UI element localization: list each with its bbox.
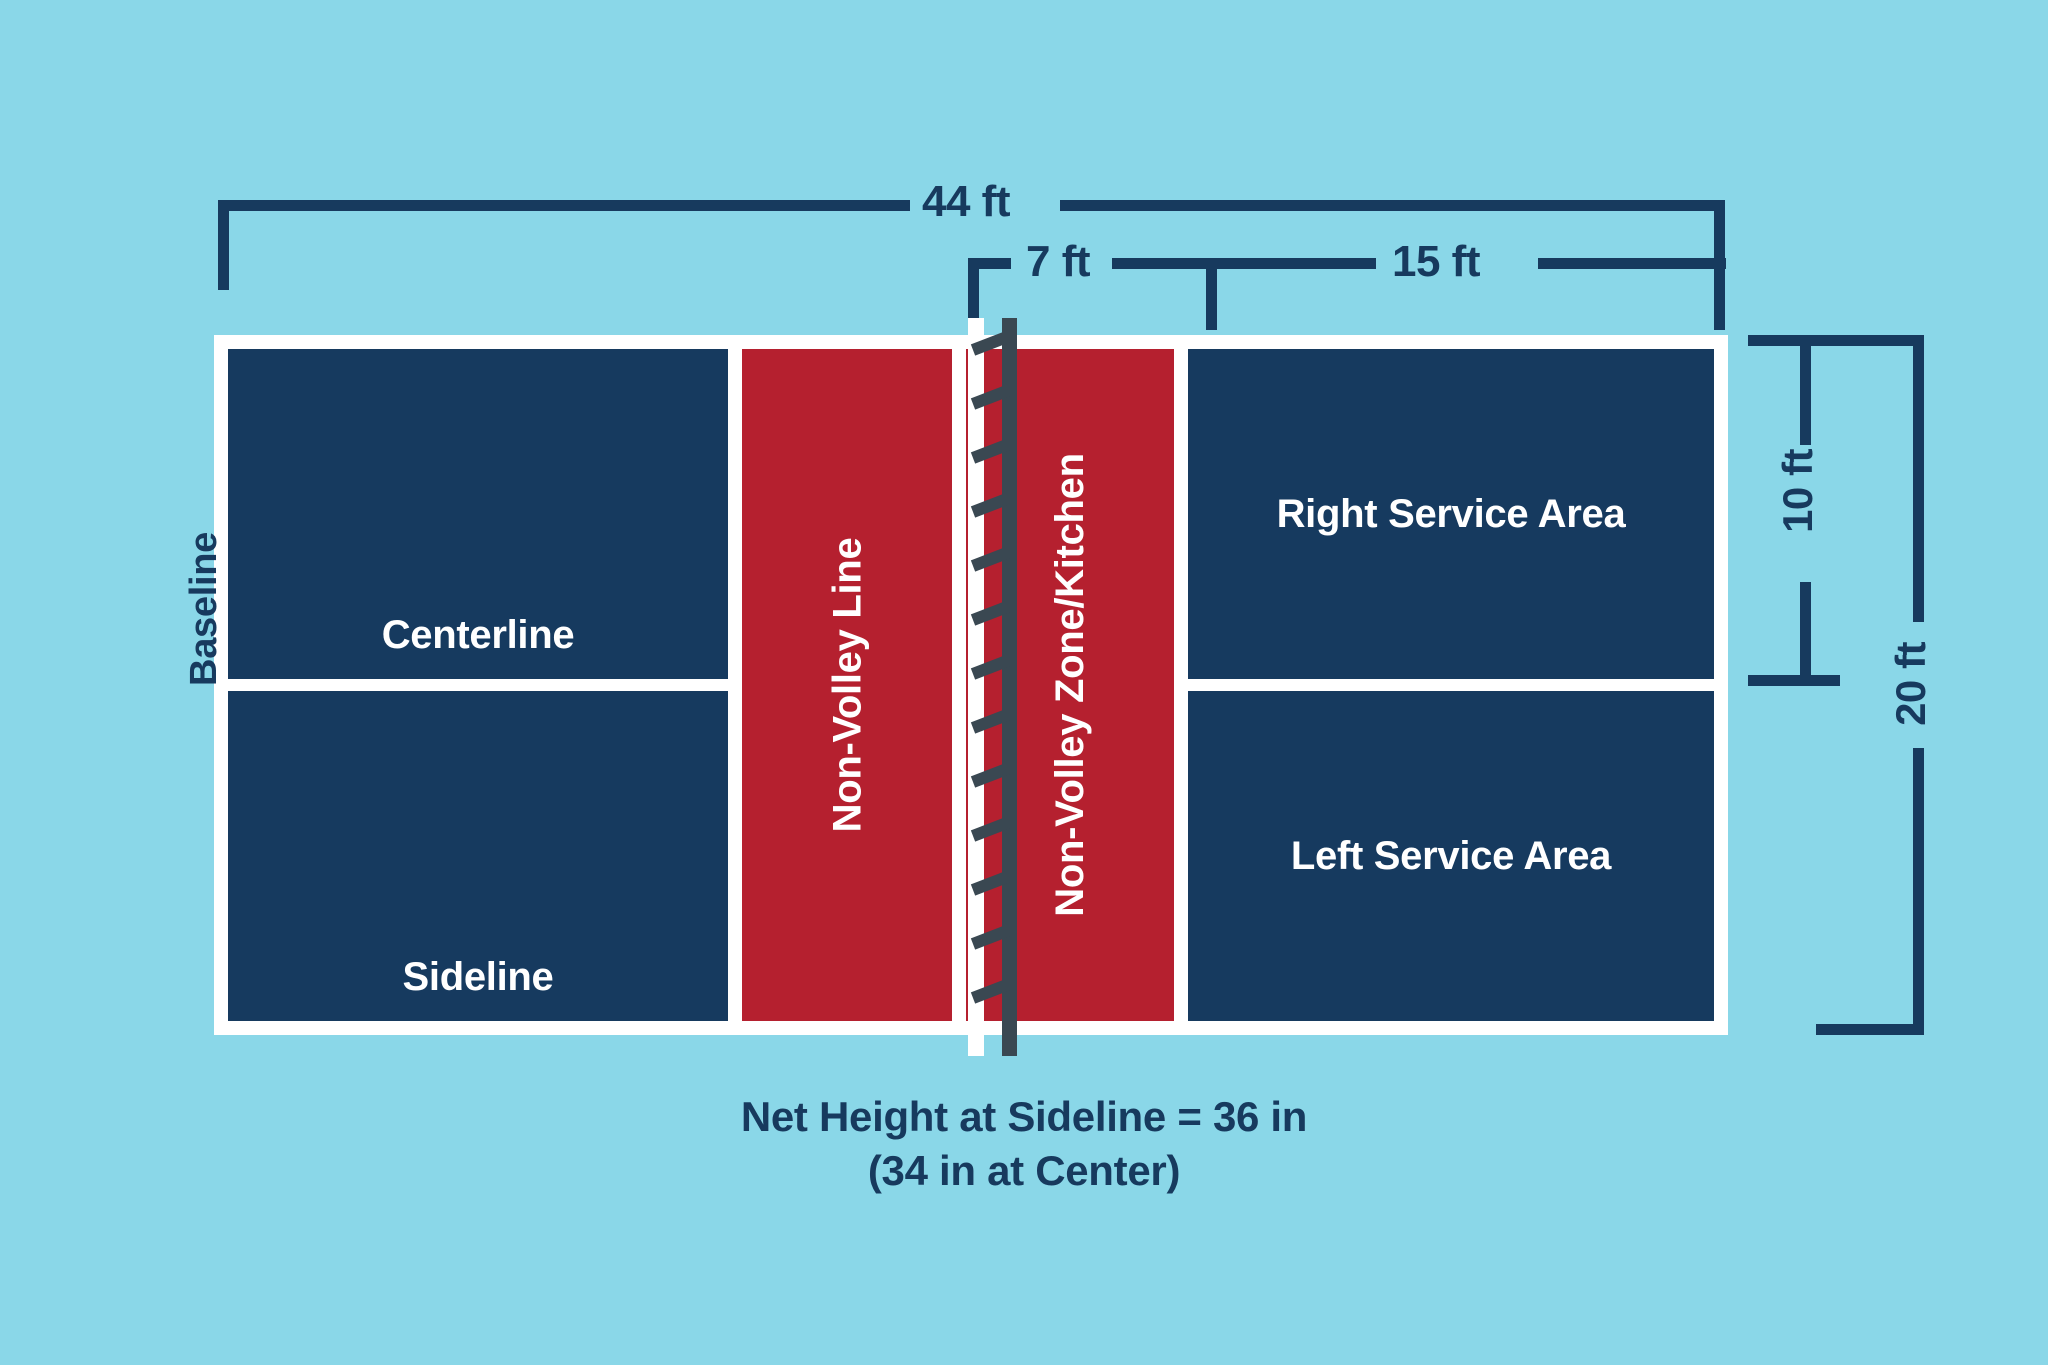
dimension-7ft-right-line xyxy=(1112,258,1256,269)
dimension-10ft-upper-line xyxy=(1800,335,1811,445)
dimension-15ft-left-line xyxy=(1206,258,1376,269)
non-volley-zone-left: Non-Volley Line xyxy=(742,349,952,1021)
dimension-20ft-top-tick xyxy=(1816,335,1924,346)
dimension-10ft-label: 10 ft xyxy=(1773,449,1821,533)
left-service-area-label: Left Service Area xyxy=(1290,834,1612,878)
baseline-label: Baseline xyxy=(182,532,225,686)
court-cell-sideline-bottom: Sideline xyxy=(228,691,728,1021)
dimension-7ft-left-line xyxy=(968,258,1011,269)
dimension-44ft-left-line xyxy=(218,200,910,211)
dimension-7ft-left-tick xyxy=(968,258,979,330)
sideline-label: Sideline xyxy=(402,955,554,999)
dimension-7ft-label: 7 ft xyxy=(1026,237,1091,286)
non-volley-line-label: Non-Volley Line xyxy=(825,537,869,833)
net-height-caption: Net Height at Sideline = 36 in (34 in at… xyxy=(0,1090,2048,1198)
dimension-44ft-label: 44 ft xyxy=(922,177,1010,226)
net-ladder xyxy=(952,318,1022,1056)
centerline-label: Centerline xyxy=(381,613,575,657)
caption-line-2: (34 in at Center) xyxy=(867,1146,1181,1194)
dimension-7ft-right-tick xyxy=(1206,258,1217,330)
dimension-10ft-lower-line xyxy=(1800,582,1811,686)
court-cell-right-service-area: Right Service Area xyxy=(1188,349,1714,679)
dimension-15ft-right-line xyxy=(1538,258,1726,269)
dimension-15ft-right-tick xyxy=(1714,258,1725,330)
right-service-area-label: Right Service Area xyxy=(1276,492,1626,536)
dimension-44ft-right-tick xyxy=(1714,200,1725,290)
non-volley-zone-kitchen-label: Non-Volley Zone/Kitchen xyxy=(1048,453,1092,917)
dimension-20ft-lower-line xyxy=(1913,748,1924,1035)
dimension-20ft-upper-line xyxy=(1913,335,1924,622)
dimension-44ft-right-line xyxy=(1060,200,1725,211)
dimension-20ft-bottom-tick xyxy=(1816,1024,1924,1035)
dimension-15ft-label: 15 ft xyxy=(1392,237,1480,286)
court-cell-centerline-top: Centerline xyxy=(228,349,728,679)
dimension-44ft-left-tick xyxy=(218,200,229,290)
dimension-10ft-bottom-tick xyxy=(1748,675,1840,686)
dimension-10ft-top-tick xyxy=(1748,335,1840,346)
net-post-right xyxy=(1002,318,1017,1056)
caption-line-1: Net Height at Sideline = 36 in xyxy=(740,1093,1308,1140)
dimension-20ft-label: 20 ft xyxy=(1886,642,1934,726)
court-cell-left-service-area: Left Service Area xyxy=(1188,691,1714,1021)
non-volley-zone-right: Non-Volley Zone/Kitchen xyxy=(966,349,1174,1021)
